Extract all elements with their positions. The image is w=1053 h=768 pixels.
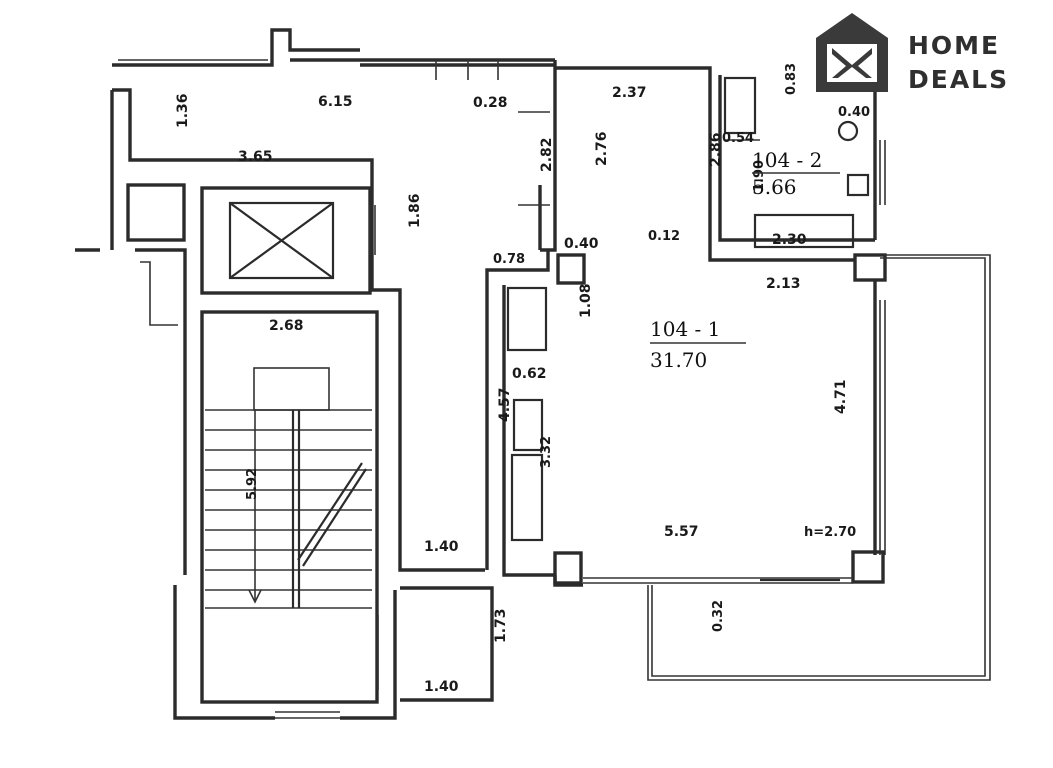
dim-471: 4.71 — [833, 379, 849, 414]
dim-237: 2.37 — [612, 85, 647, 101]
brand-line2: DEALS — [908, 65, 1009, 94]
dim-062: 0.62 — [512, 366, 547, 382]
dim-140b: 1.40 — [424, 679, 459, 695]
dim-557: 5.57 — [664, 524, 699, 540]
dim-286: 2.86 — [708, 132, 724, 167]
dim-268: 2.68 — [269, 318, 304, 334]
dim-032: 0.32 — [711, 600, 726, 632]
dim-173: 1.73 — [493, 608, 509, 643]
dim-276: 2.76 — [594, 131, 610, 166]
brand-line1: HOME — [908, 31, 1000, 60]
dim-190: 1.90 — [752, 160, 767, 192]
home-deals-logo: HOME DEALS — [816, 13, 1009, 94]
dim-028: 0.28 — [473, 95, 508, 111]
dimension-labels: 6.15 1.36 3.65 0.28 2.82 2.76 2.37 0.83 … — [175, 63, 870, 695]
dim-040b: 0.40 — [838, 105, 870, 120]
dim-h270: h=2.70 — [804, 525, 856, 540]
room-labels: 104 - 2 5.66 104 - 1 31.70 — [650, 148, 840, 372]
dim-615: 6.15 — [318, 94, 353, 110]
dim-592: 5.92 — [245, 468, 260, 500]
dim-136: 1.36 — [175, 93, 191, 128]
dim-140a: 1.40 — [424, 539, 459, 555]
dim-083: 0.83 — [784, 63, 799, 95]
room-main-area: 31.70 — [650, 348, 707, 372]
walls — [75, 28, 991, 720]
room-bath-area: 5.66 — [752, 175, 797, 199]
room-main-number: 104 - 1 — [650, 317, 720, 341]
house-emblem-icon — [816, 13, 888, 92]
dim-054: 0.54 — [722, 131, 754, 146]
dim-108: 1.08 — [578, 283, 594, 318]
dim-282: 2.82 — [539, 137, 555, 172]
dim-332: 3.32 — [539, 436, 554, 468]
dim-012: 0.12 — [648, 229, 680, 244]
dim-457: 4.57 — [497, 387, 513, 422]
stair-steps — [205, 409, 372, 609]
dim-365: 3.65 — [238, 149, 273, 165]
room-bath-number: 104 - 2 — [752, 148, 822, 172]
dim-186: 1.86 — [407, 193, 423, 228]
dim-078: 0.78 — [493, 252, 525, 267]
dim-040: 0.40 — [564, 236, 599, 252]
dim-213: 2.13 — [766, 276, 801, 292]
dim-230: 2.30 — [772, 232, 807, 248]
